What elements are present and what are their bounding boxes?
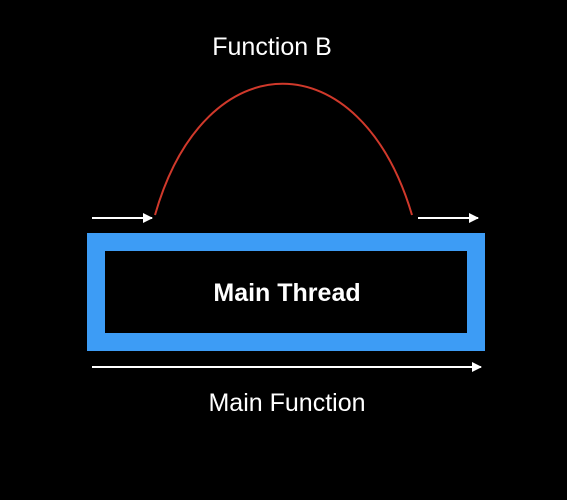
function-b-label: Function B — [212, 33, 332, 61]
function-b-curve — [154, 82, 413, 216]
main-thread-label: Main Thread — [213, 279, 361, 307]
main-function-label: Main Function — [208, 389, 366, 417]
main-thread-box — [87, 233, 485, 351]
